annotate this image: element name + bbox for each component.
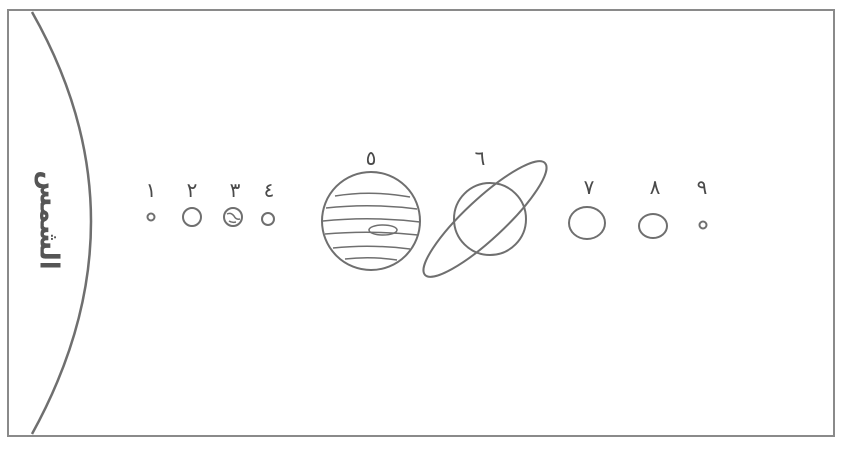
planet-label-9: ٩ (697, 175, 708, 199)
planet-label-5: ٥ (366, 146, 377, 170)
planet-4 (262, 213, 274, 225)
planet-label-3: ٣ (230, 178, 241, 202)
planet-7 (569, 207, 605, 239)
diagram-border (8, 10, 834, 436)
planet-9 (700, 222, 707, 229)
planet-label-1: ١ (146, 178, 157, 202)
planet-label-8: ٨ (650, 175, 661, 199)
planet-label-4: ٤ (264, 178, 275, 202)
planet-1 (148, 214, 155, 221)
sun-label: الشمس (34, 170, 64, 269)
planet-label-7: ٧ (584, 175, 595, 199)
planet-3 (224, 208, 242, 226)
planet-5 (322, 172, 420, 270)
planet-8 (639, 214, 667, 238)
planet-2 (183, 208, 201, 226)
planet-label-2: ٢ (187, 178, 198, 202)
planet-label-6: ٦ (475, 146, 486, 170)
